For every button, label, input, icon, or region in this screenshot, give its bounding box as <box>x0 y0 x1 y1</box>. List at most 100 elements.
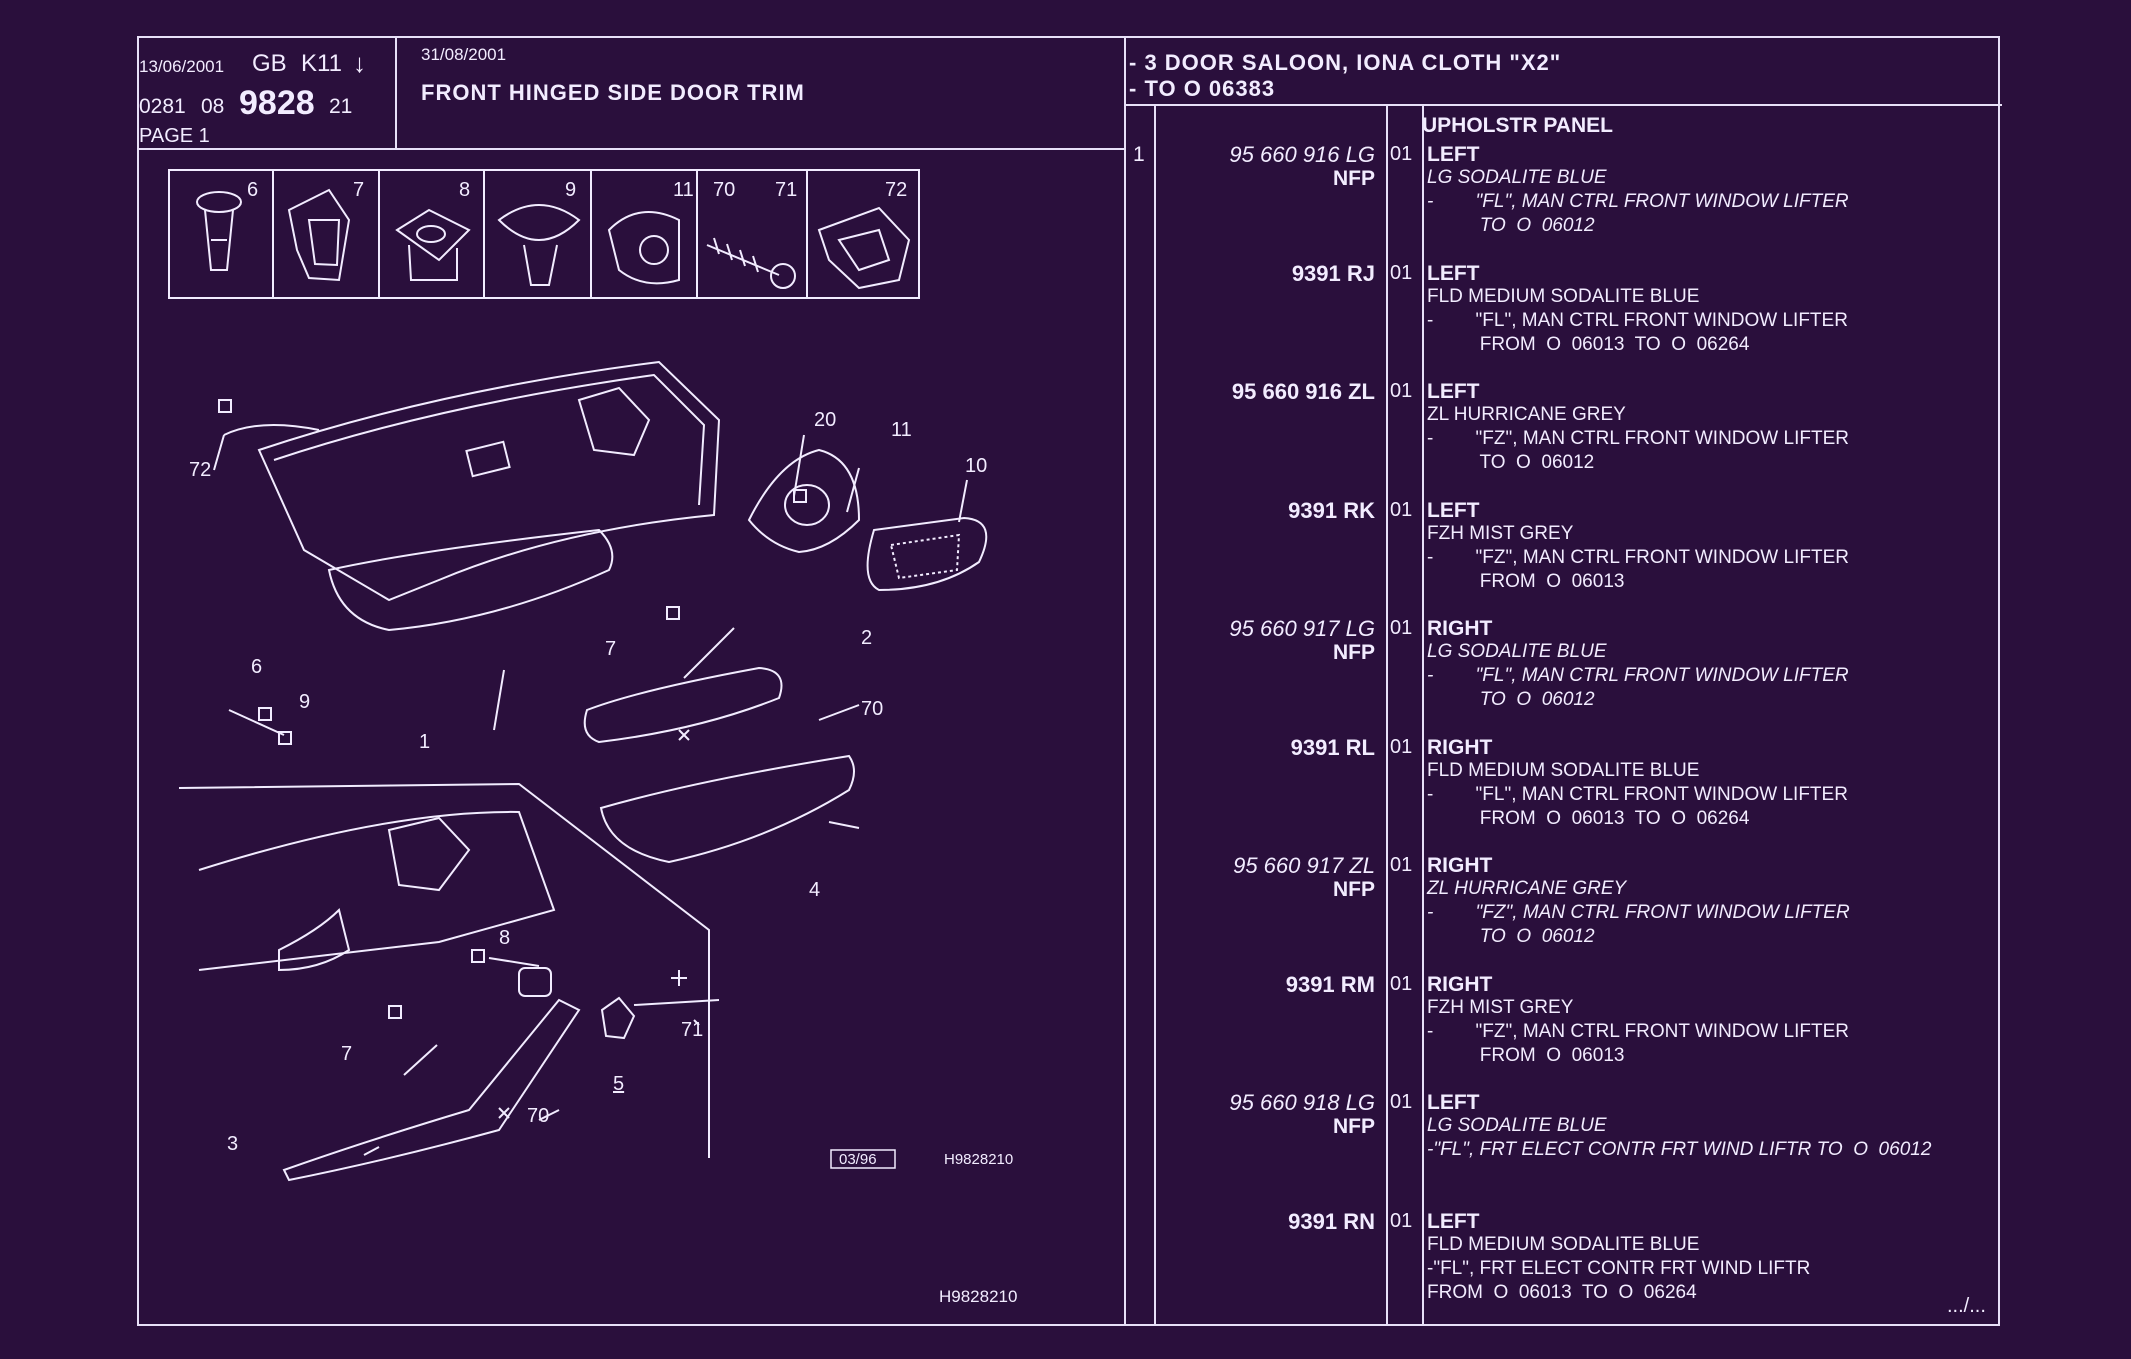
side-label: RIGHT <box>1427 972 1493 996</box>
door-trim-inset <box>198 810 581 1182</box>
callout-8: 8 <box>499 927 510 949</box>
ref-prefix: 0281 <box>139 95 186 118</box>
description-line: FROM O 06013 TO O 06264 <box>1427 333 1750 355</box>
fastener-label-11: 11 <box>673 179 694 201</box>
parts-heading: UPHOLSTR PANEL <box>1422 114 1613 137</box>
applicability-line-2: - TO O 06383 <box>1129 76 1276 101</box>
part-number: 95 660 916 ZL <box>1231 379 1375 404</box>
fastener-label-72: 72 <box>885 179 907 201</box>
retainer-clip-icon <box>395 208 471 281</box>
callout-20: 20 <box>814 409 836 431</box>
armrest-lower <box>599 754 855 864</box>
callout-7: 7 <box>605 638 616 660</box>
description-line: FROM O 06013 TO O 06264 <box>1427 807 1750 829</box>
footer-drawing-ref: H9828210 <box>939 1287 1018 1306</box>
print-date: 13/06/2001 <box>139 57 225 76</box>
callout-4: 4 <box>809 879 820 901</box>
country-code: GB <box>252 50 287 77</box>
description-line: TO O 06012 <box>1427 452 1595 473</box>
description-line: - "FZ", MAN CTRL FRONT WINDOW LIFTER <box>1427 428 1849 449</box>
quantity: 01 <box>1390 617 1413 639</box>
description-line: FLD MEDIUM SODALITE BLUE <box>1427 759 1700 781</box>
quantity: 01 <box>1390 854 1413 876</box>
description-line: FZH MIST GREY <box>1427 522 1574 544</box>
plate-number: 9828 <box>239 84 315 122</box>
callout-5: 5 <box>613 1073 624 1095</box>
callout-1: 1 <box>419 731 430 753</box>
fastener-label-70: 70 <box>713 179 735 201</box>
description-line: FROM O 06013 <box>1427 1044 1625 1066</box>
description-line: FROM O 06013 TO O 06264 <box>1427 1281 1697 1303</box>
exploded-diagram: 6 7 8 9 11 70 71 72 72 20 11 10 6 9 7 2 … <box>168 169 1013 1182</box>
quantity: 01 <box>1390 498 1413 521</box>
item-number: 1 <box>1133 143 1145 166</box>
part-number: 9391 RM <box>1285 971 1375 997</box>
callout-10: 10 <box>965 455 987 477</box>
callout-6: 6 <box>251 656 262 678</box>
fastener-label-8: 8 <box>459 179 470 201</box>
revision-date: 31/08/2001 <box>421 45 507 64</box>
ref-suffix: 21 <box>329 95 353 118</box>
quantity: 01 <box>1390 1209 1413 1232</box>
callout-2: 2 <box>861 627 872 649</box>
part-number: 9391 RN <box>1288 1208 1375 1234</box>
description-line: LG SODALITE BLUE <box>1427 1115 1607 1136</box>
side-label: LEFT <box>1427 261 1480 285</box>
description-line: -"FL", FRT ELECT CONTR FRT WIND LIFTR <box>1427 1257 1811 1279</box>
callout-72: 72 <box>189 459 211 481</box>
quantity: 01 <box>1390 380 1413 402</box>
grommet-icon <box>607 211 680 285</box>
quantity: 01 <box>1390 735 1413 758</box>
drawing-ref: H9828210 <box>944 1151 1013 1168</box>
callout-7b: 7 <box>341 1043 352 1065</box>
quantity: 01 <box>1390 1091 1413 1113</box>
callout-9: 9 <box>299 691 310 713</box>
description-line: LG SODALITE BLUE <box>1427 641 1607 662</box>
part-number: 9391 RK <box>1288 497 1375 523</box>
side-label: RIGHT <box>1427 617 1493 640</box>
side-label: RIGHT <box>1427 735 1493 759</box>
part-number: 9391 RJ <box>1291 260 1375 286</box>
page-title: FRONT HINGED SIDE DOOR TRIM <box>421 80 805 105</box>
door-trim-panel <box>257 360 721 632</box>
nfp-flag: NFP <box>1333 167 1375 190</box>
side-label: LEFT <box>1427 498 1480 522</box>
callout-11: 11 <box>891 419 912 441</box>
description-line: TO O 06012 <box>1427 926 1595 947</box>
description-line: FLD MEDIUM SODALITE BLUE <box>1427 285 1700 307</box>
page-number: PAGE 1 <box>139 125 210 147</box>
model-code: K11 <box>301 50 342 77</box>
description-line: FROM O 06013 <box>1427 570 1625 592</box>
callout-70: 70 <box>861 698 883 720</box>
side-label: LEFT <box>1427 143 1480 166</box>
fastener-label-6: 6 <box>247 179 258 201</box>
description-line: - "FL", MAN CTRL FRONT WINDOW LIFTER <box>1427 309 1848 331</box>
description-line: - "FL", MAN CTRL FRONT WINDOW LIFTER <box>1427 665 1849 686</box>
description-line: - "FZ", MAN CTRL FRONT WINDOW LIFTER <box>1427 1020 1849 1042</box>
quantity: 01 <box>1390 261 1413 284</box>
description-line: LG SODALITE BLUE <box>1427 167 1607 188</box>
nfp-flag: NFP <box>1333 1115 1375 1138</box>
fastener-label-7: 7 <box>353 179 364 201</box>
speaker-grille <box>866 516 988 592</box>
fastener-strip <box>168 169 920 299</box>
nfp-flag: NFP <box>1333 878 1375 901</box>
applicability-line-1: - 3 DOOR SALOON, IONA CLOTH "X2" <box>1129 50 1562 75</box>
switch-bezel-icon <box>600 996 636 1040</box>
description-line: - "FZ", MAN CTRL FRONT WINDOW LIFTER <box>1427 902 1850 923</box>
description-line: - "FZ", MAN CTRL FRONT WINDOW LIFTER <box>1427 546 1849 568</box>
quantity: 01 <box>1390 143 1413 165</box>
callout-71: 71 <box>681 1019 703 1041</box>
callout-70b: 70 <box>527 1105 549 1127</box>
callout-3: 3 <box>227 1133 238 1155</box>
part-number: 95 660 916 LG <box>1229 142 1375 167</box>
side-label: LEFT <box>1427 1091 1480 1114</box>
side-label: RIGHT <box>1427 854 1493 877</box>
part-number: 95 660 917 ZL <box>1233 853 1375 878</box>
description-line: ZL HURRICANE GREY <box>1427 878 1627 899</box>
description-line: TO O 06012 <box>1427 215 1595 236</box>
description-line: - "FL", MAN CTRL FRONT WINDOW LIFTER <box>1427 191 1849 212</box>
part-number: 9391 RL <box>1290 734 1375 760</box>
stamp-date: 03/96 <box>839 1151 877 1168</box>
fastener-label-71: 71 <box>775 179 797 201</box>
